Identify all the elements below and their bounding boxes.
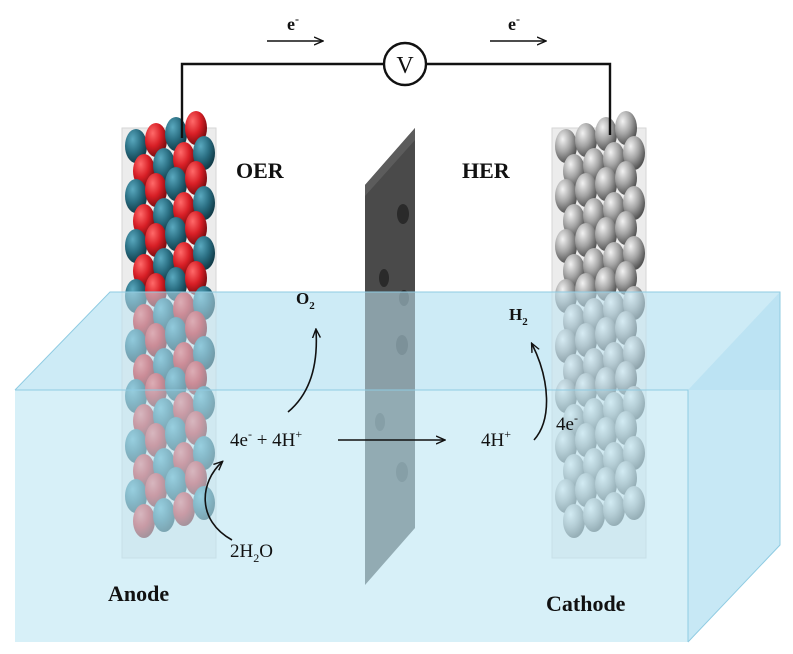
anode-products-label: 4e- + 4H+ — [230, 427, 302, 451]
water-label: 2H2O — [230, 541, 273, 565]
electrolyte-front — [14, 291, 781, 643]
cathode-electrons-label: 4e- — [556, 411, 578, 435]
oxygen-label: O2 — [296, 289, 315, 312]
hydrogen-evolution-arrow — [532, 344, 548, 441]
external-circuit-wire — [180, 62, 612, 138]
hydrogen-label: H2 — [509, 305, 528, 328]
electron-charge-left: - — [295, 12, 299, 26]
her-label: HER — [462, 158, 511, 183]
electron-symbol-right: e — [508, 14, 516, 34]
water-oxidation-arrow — [204, 462, 233, 541]
cathode-protons-label: 4H+ — [481, 427, 511, 451]
electron-flow-left: e- — [267, 12, 322, 41]
electron-symbol-left: e — [287, 14, 295, 34]
electron-charge-right: - — [516, 12, 520, 26]
voltmeter: V — [382, 41, 428, 87]
voltmeter-label: V — [396, 53, 414, 79]
oxygen-evolution-arrow — [287, 330, 316, 413]
electron-flow-right: e- — [490, 12, 545, 41]
oer-label: OER — [236, 158, 285, 183]
anode-label: Anode — [108, 581, 169, 606]
svg-text:e-: e- — [287, 12, 299, 34]
svg-text:e-: e- — [508, 12, 520, 34]
cathode-label: Cathode — [546, 591, 626, 616]
